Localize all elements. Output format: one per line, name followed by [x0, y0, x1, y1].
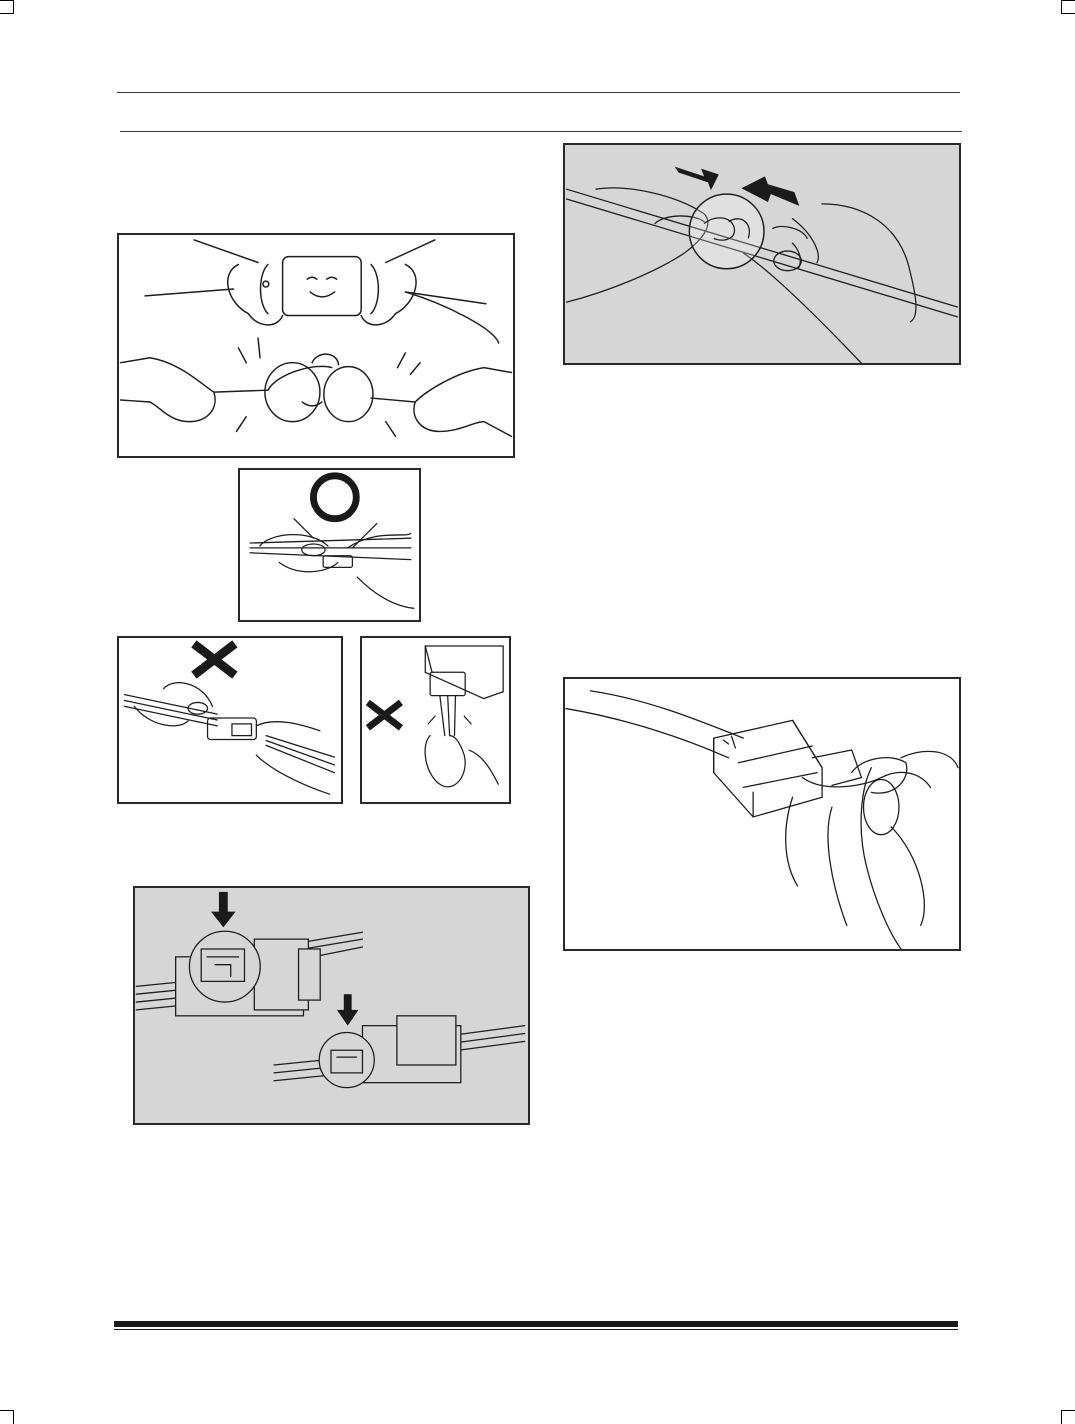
down-arrow [211, 891, 236, 928]
circle-ok-mark [310, 472, 360, 523]
connector-release-illustration [565, 690, 959, 949]
connector-comparison-illustration [119, 239, 513, 438]
header-rule-top [117, 92, 960, 93]
fig-correct-grip [238, 468, 421, 622]
fig-unlock-connector [563, 677, 961, 951]
fig-lock-detail [133, 886, 530, 1125]
down-arrow [336, 994, 359, 1026]
footer-rule-thin [114, 1329, 958, 1330]
footer-rule [114, 1321, 958, 1327]
x-wrong-mark [191, 640, 238, 679]
push-arrows [674, 166, 800, 206]
x-wrong-mark [365, 699, 404, 731]
header-rule-bottom [120, 131, 962, 132]
fig-push-together [563, 143, 961, 365]
fig-handle-gently [117, 233, 515, 458]
fig-wrong-pull-cable [360, 636, 511, 804]
fig-wrong-pull-wires [117, 636, 343, 804]
